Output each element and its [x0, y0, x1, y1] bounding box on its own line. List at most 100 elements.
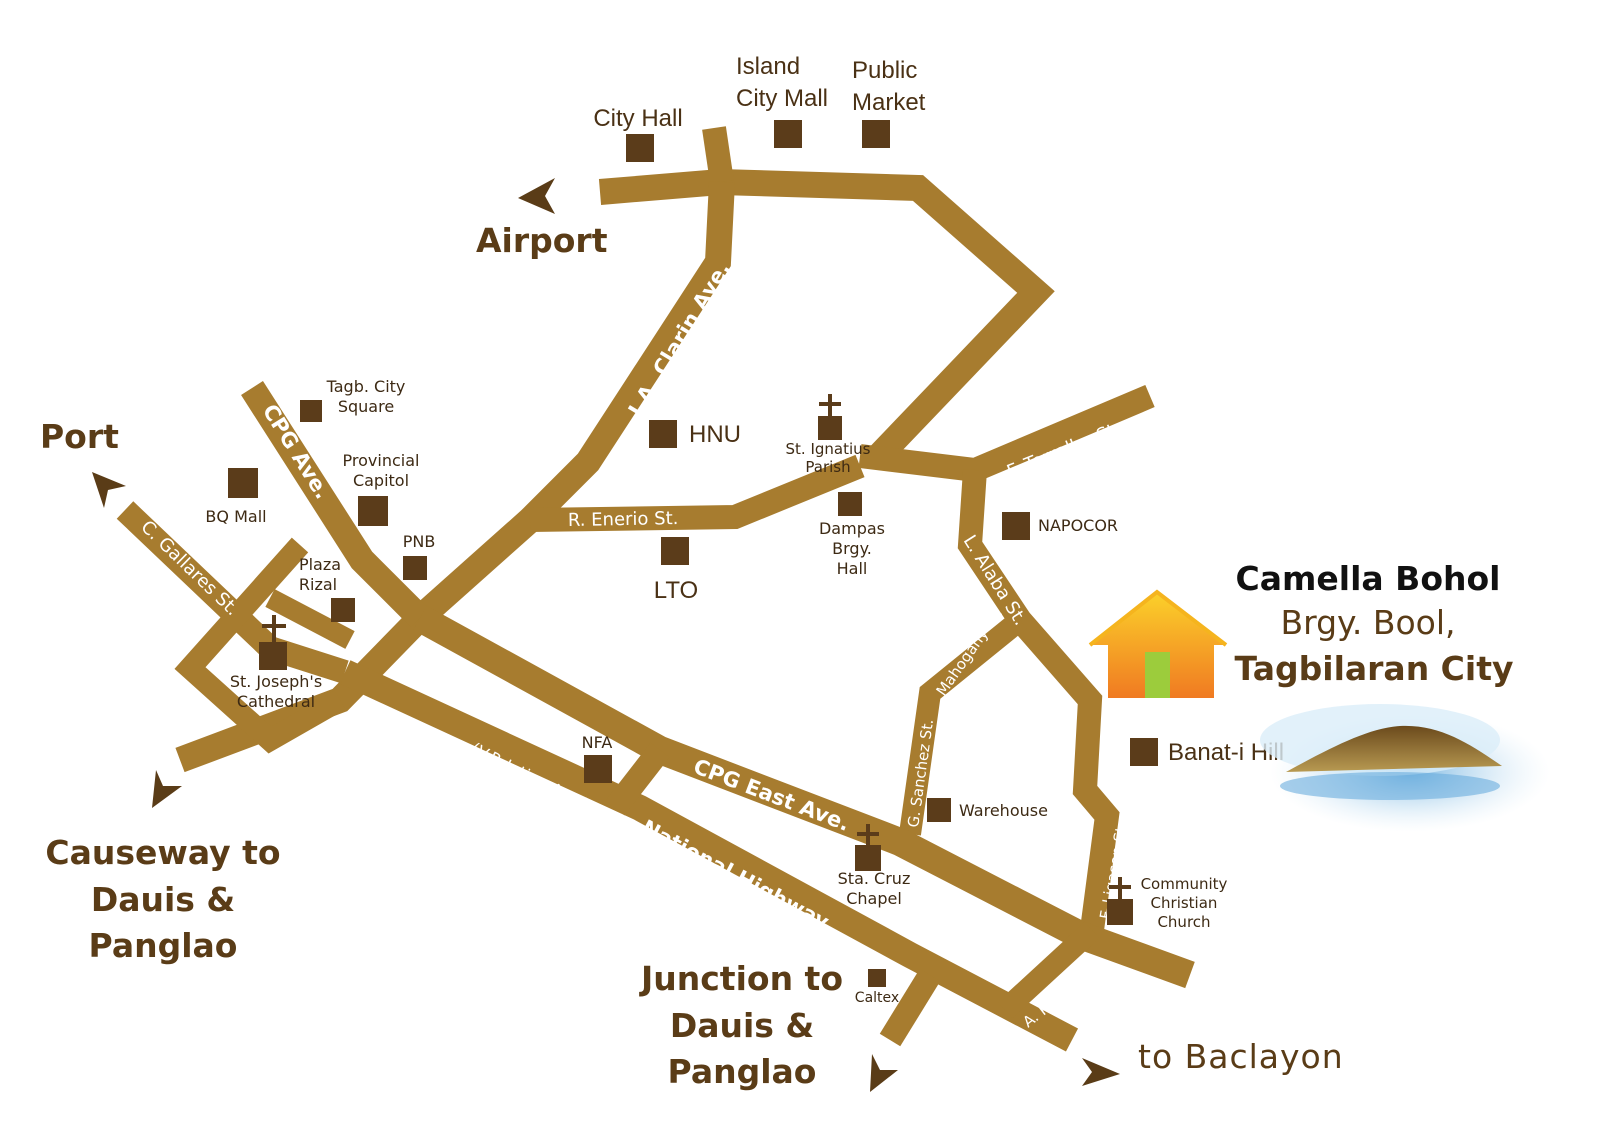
dest-causeway-line1: Causeway to	[45, 833, 280, 872]
label-st-ignatius-line1: St. Ignatius	[786, 440, 871, 458]
road-label-ja-clarin: J.A. Clarin Ave.	[623, 258, 735, 423]
landmark-hnu-icon	[649, 420, 677, 448]
arrow-port-icon	[92, 472, 126, 508]
landmark-city-hall-icon	[626, 134, 654, 162]
road-label-national-highway: National Highway	[638, 815, 834, 934]
road-cpg-east	[413, 605, 1195, 989]
road-cathedral-loop	[174, 537, 346, 754]
road-city-hall-spur	[702, 126, 734, 184]
road-l-alaba	[957, 469, 1120, 932]
landmark-dampas-icon	[838, 492, 862, 516]
label-bq-mall: BQ Mall	[205, 507, 266, 526]
landmark-bq-mall-icon	[228, 468, 258, 498]
label-st-ignatius-line2: Parish	[805, 458, 850, 476]
landmark-st-josephs-icon	[259, 642, 287, 670]
cross-st-josephs-icon	[262, 615, 286, 643]
landmark-island-city-mall-icon	[774, 120, 802, 148]
label-pnb: PNB	[403, 532, 436, 551]
landmark-lto-icon	[661, 537, 689, 565]
direction-arrows	[92, 178, 1120, 1092]
label-napocor: NAPOCOR	[1038, 516, 1118, 535]
arrow-causeway-icon	[152, 770, 182, 808]
label-community-church-line3: Church	[1157, 913, 1210, 931]
dest-baclayon: to Baclayon	[1138, 1037, 1344, 1076]
label-plaza-rizal-line2: Rizal	[299, 575, 337, 594]
landmark-banat-i-hill-icon	[1130, 738, 1158, 766]
camella-line2: Tagbilaran City	[1234, 649, 1513, 688]
landmark-provincial-capitol-icon	[358, 496, 388, 526]
dest-causeway-line2: Dauis &	[91, 880, 235, 919]
road-label-cpg-ave: CPG Ave.	[258, 400, 335, 503]
landmark-caltex-icon	[868, 969, 886, 987]
label-sta-cruz-line2: Chapel	[846, 889, 902, 908]
dest-junction-line1: Junction to	[639, 959, 843, 998]
road-nfa-connector	[605, 742, 670, 816]
label-community-church-line1: Community	[1141, 875, 1228, 893]
label-nfa: NFA	[582, 733, 613, 752]
road-a-pahang	[997, 921, 1100, 1019]
water-icon	[1280, 772, 1500, 800]
road-label-cpg-east: CPG East Ave.	[690, 754, 853, 836]
label-warehouse: Warehouse	[959, 801, 1048, 820]
landmark-community-church-icon	[1107, 899, 1133, 925]
label-public-market-line1: Public	[852, 57, 917, 84]
road-junction-spur	[879, 968, 941, 1047]
landmark-tagb-city-square-icon	[300, 400, 322, 422]
label-dampas-line2: Brgy.	[832, 539, 872, 558]
camella-title: Camella Bohol	[1236, 559, 1501, 598]
label-tagb-city-square-line1: Tagb. City	[326, 377, 406, 396]
landmark-warehouse-icon	[927, 798, 951, 822]
arrow-baclayon-icon	[1082, 1058, 1120, 1086]
label-plaza-rizal-line1: Plaza	[299, 555, 341, 574]
road-plaza-link	[265, 589, 355, 649]
hill-icon	[1286, 725, 1502, 772]
label-dampas-line1: Dampas	[819, 519, 885, 538]
label-provincial-capitol-line1: Provincial	[343, 451, 420, 470]
label-sta-cruz-line1: Sta. Cruz	[838, 869, 911, 888]
cross-st-ignatius-icon	[819, 394, 841, 418]
road-airport	[598, 168, 1055, 464]
label-public-market-line2: Market	[852, 89, 926, 116]
landmark-napocor-icon	[1002, 512, 1030, 540]
label-caltex: Caltex	[855, 990, 899, 1006]
landmark-nfa-icon	[584, 755, 612, 783]
landmark-pnb-icon	[403, 556, 427, 580]
hill-illustration	[1260, 704, 1550, 832]
camella-line1: Brgy. Bool,	[1280, 603, 1455, 642]
landmark-plaza-rizal-icon	[331, 598, 355, 622]
label-provincial-capitol-line2: Capitol	[353, 471, 409, 490]
road-network	[116, 126, 1195, 1052]
label-st-josephs-line1: St. Joseph's	[230, 672, 322, 691]
road-r-enerio	[529, 454, 865, 532]
road-label-r-enerio: R. Enerio St.	[568, 508, 679, 531]
dest-port: Port	[40, 417, 119, 456]
landmark-public-market-icon	[862, 120, 890, 148]
label-community-church-line2: Christian	[1151, 894, 1218, 912]
landmarks: City Hall Island City Mall Public Market…	[205, 53, 1284, 1006]
camella-house-icon	[1088, 589, 1228, 698]
label-hnu: HNU	[689, 421, 741, 448]
label-island-city-mall-line1: Island	[736, 53, 800, 80]
arrow-airport-icon	[518, 178, 555, 214]
label-island-city-mall-line2: City Mall	[736, 85, 828, 112]
dest-causeway-line3: Panglao	[89, 926, 238, 965]
house-door-icon	[1145, 652, 1170, 698]
dest-airport: Airport	[476, 221, 608, 260]
arrow-junction-icon	[870, 1054, 898, 1092]
label-st-josephs-line2: Cathedral	[237, 692, 315, 711]
destination-labels: Airport Port Causeway to Dauis & Panglao…	[40, 221, 1344, 1091]
landmark-sta-cruz-icon	[855, 845, 881, 871]
label-city-hall: City Hall	[593, 105, 682, 132]
road-national-highway	[339, 660, 1079, 1052]
label-tagb-city-square-line2: Square	[338, 397, 394, 416]
dest-junction-line3: Panglao	[668, 1052, 817, 1091]
cross-sta-cruz-icon	[857, 824, 879, 848]
cross-community-church-icon	[1109, 877, 1131, 901]
landmark-st-ignatius-icon	[818, 416, 842, 440]
dest-junction-line2: Dauis &	[670, 1006, 814, 1045]
road-label-c-gallares: C. Gallares St.	[137, 516, 243, 620]
road-cpg-ave	[241, 380, 430, 628]
label-lto: LTO	[654, 577, 698, 604]
road-mahogany	[899, 611, 1027, 836]
